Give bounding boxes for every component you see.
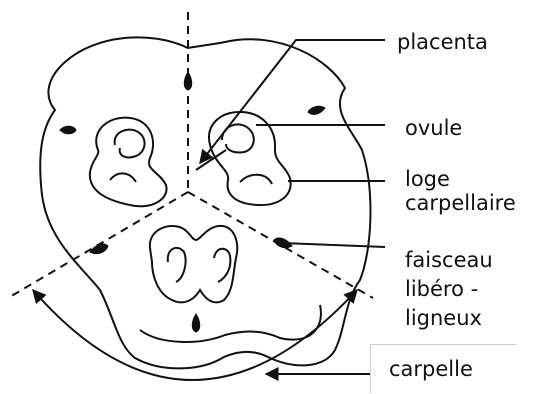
vascular-bundle — [60, 126, 76, 134]
label-ovule: ovule — [405, 116, 462, 140]
ovary-inner-wall — [140, 305, 321, 342]
vascular-bundle — [184, 72, 192, 90]
label-placenta: placenta — [397, 30, 488, 54]
vascular-bundle — [192, 314, 200, 332]
locule-bottom — [150, 226, 237, 303]
locule-top-left — [90, 118, 167, 207]
label-carpelle: carpelle — [389, 357, 473, 381]
label-faisceau-libero-ligneux: faisceau libéro - ligneux — [405, 246, 493, 333]
vascular-bundle — [90, 244, 108, 254]
ovule-top-left — [115, 130, 145, 158]
leader-placenta — [200, 40, 385, 163]
label-loge-carpellaire: loge carpellaire — [405, 167, 516, 215]
vascular-bundle — [308, 106, 325, 114]
